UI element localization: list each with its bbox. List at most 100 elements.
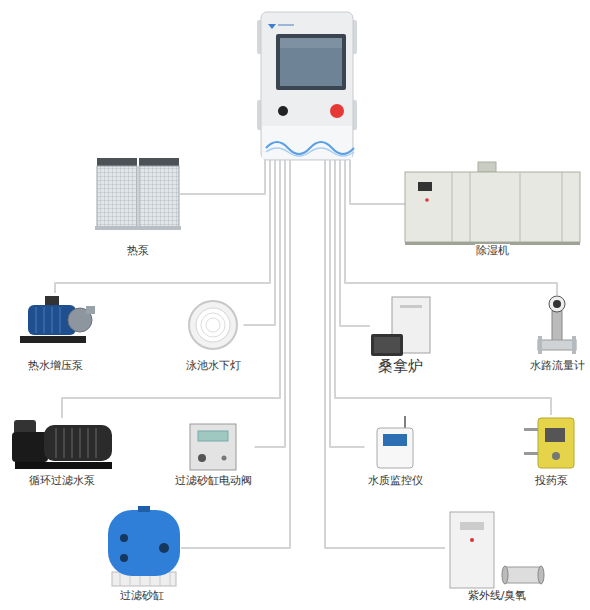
dosing-pump-icon [524, 428, 539, 431]
device-label: 热水增压泵 [27, 359, 84, 372]
circulation-pump-node: 循环过滤水泵 [8, 418, 116, 487]
control-wire [180, 160, 265, 194]
booster-pump-icon [36, 307, 60, 333]
sand-filter-icon [120, 534, 128, 542]
motorized-valve-icon [190, 424, 236, 470]
sand-filter-icon [108, 506, 180, 586]
control-wire [181, 160, 290, 548]
controller-cabinet [280, 38, 342, 48]
controller-cabinet [268, 24, 276, 29]
controller-cabinet [330, 104, 344, 118]
motorized-valve-icon [222, 456, 227, 461]
water-monitor-icon [377, 428, 413, 468]
booster-pump-icon [45, 296, 59, 305]
device-label: 泳池水下灯 [185, 359, 242, 372]
pool-light-icon [206, 318, 220, 332]
pool-light-node: 泳池水下灯 [183, 300, 244, 372]
water-monitor-icon [404, 416, 406, 428]
flow-meter-icon [553, 300, 561, 308]
dehumidifier-icon [452, 172, 562, 242]
uv-ozone-icon [450, 512, 494, 588]
flow-meter-icon [572, 336, 576, 354]
sand-filter-icon [120, 554, 128, 562]
motorized-valve-node: 过滤砂缸电动阀 [172, 423, 255, 487]
device-label: 热泵 [126, 244, 150, 257]
device-label: 投药泵 [534, 474, 569, 487]
flow-meter-icon [552, 311, 562, 341]
sauna-stove-icon [371, 334, 403, 356]
uv-ozone-icon [505, 567, 541, 583]
flow-meter-node: 水路流量计 [527, 295, 588, 372]
sauna-stove-icon [400, 305, 422, 308]
uv-ozone-icon [450, 512, 544, 588]
dosing-pump-icon [545, 428, 565, 442]
heat-pump-icon [139, 158, 179, 166]
circulation-pump-icon [12, 420, 112, 469]
heat-pump-node: 热泵 [95, 157, 180, 257]
water-monitor-icon [383, 434, 407, 446]
device-label: 过滤砂缸 [119, 589, 165, 602]
controller-cabinet [266, 148, 354, 156]
water-monitor-node: 水质监控仪 [365, 420, 426, 487]
circulation-pump-icon [12, 432, 48, 462]
motorized-valve-icon [190, 424, 236, 470]
dosing-pump-icon [552, 452, 560, 460]
sand-filter-icon [159, 543, 169, 553]
uv-ozone-node: 紫外线/臭氧 [445, 508, 549, 602]
controller-cabinet [261, 12, 353, 160]
sand-filter-icon [138, 506, 150, 512]
flow-meter-icon [538, 296, 576, 354]
uv-ozone-icon [502, 566, 508, 584]
dehumidifier-icon [405, 172, 580, 242]
device-label: 除湿机 [475, 244, 510, 257]
pool-light-icon [201, 313, 225, 337]
uv-ozone-icon [538, 566, 544, 584]
booster-pump-node: 热水增压泵 [15, 293, 95, 372]
sauna-stove-node: 桑拿炉 [370, 295, 430, 375]
uv-ozone-icon [470, 538, 474, 542]
dehumidifier-icon [425, 198, 429, 202]
circulation-pump-icon [56, 428, 96, 458]
sand-filter-icon [108, 510, 180, 576]
controller-node [258, 12, 355, 160]
dehumidifier-icon [478, 162, 496, 172]
uv-ozone-icon [460, 522, 484, 530]
water-monitor-icon [377, 416, 413, 468]
heat-pump-icon [139, 166, 179, 228]
dosing-pump-icon [524, 418, 574, 468]
booster-pump-icon [20, 296, 95, 343]
heat-pump-icon [95, 226, 181, 230]
control-wire [62, 160, 280, 418]
device-label: 水路流量计 [529, 359, 586, 372]
pool-light-icon [196, 308, 230, 342]
booster-pump-icon [20, 336, 86, 343]
heat-pump-icon [95, 158, 181, 230]
flow-meter-icon [538, 336, 542, 354]
device-label: 循环过滤水泵 [28, 474, 96, 487]
pool-light-icon [189, 301, 237, 349]
dehumidifier-icon [418, 182, 432, 191]
dosing-pump-node: 投药泵 [525, 415, 577, 487]
control-wire [350, 160, 405, 204]
heat-pump-icon [97, 158, 137, 166]
circulation-pump-icon [15, 462, 112, 469]
motorized-valve-icon [198, 431, 228, 441]
control-wire [244, 160, 276, 325]
dehumidifier-icon [405, 162, 580, 245]
flow-meter-icon [549, 296, 565, 312]
circulation-pump-icon [44, 425, 112, 461]
device-label: 桑拿炉 [377, 357, 424, 375]
pool-light-icon [189, 301, 237, 349]
booster-pump-icon [86, 306, 95, 314]
device-label: 水质监控仪 [367, 474, 424, 487]
controller-cabinet [257, 12, 357, 160]
sand-filter-node: 过滤砂缸 [103, 508, 181, 602]
controller-cabinet [278, 24, 294, 26]
controller-cabinet [276, 34, 346, 90]
flow-meter-icon [538, 340, 576, 350]
dehumidifier-node: 除湿机 [405, 163, 580, 257]
controller-cabinet [278, 106, 288, 116]
control-wire [255, 160, 286, 447]
device-label: 过滤砂缸电动阀 [174, 474, 253, 487]
